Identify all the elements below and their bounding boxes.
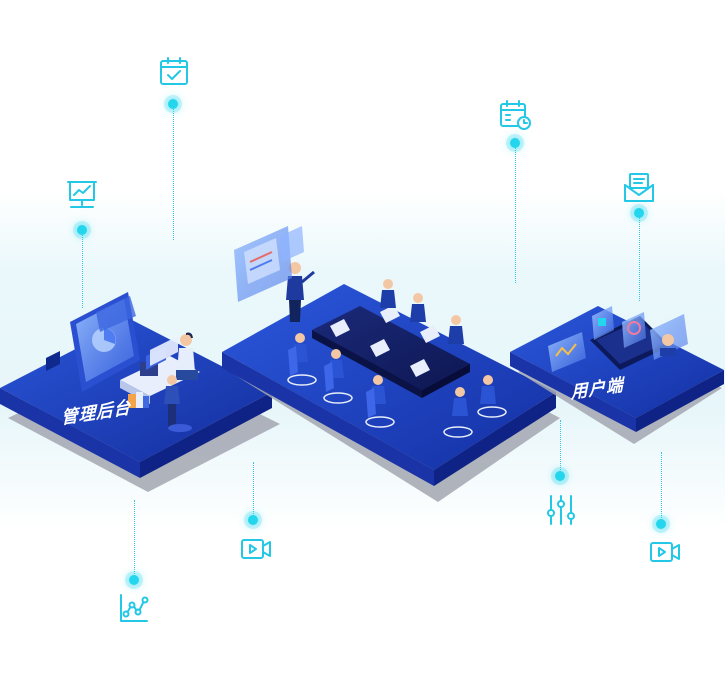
connector-dot [77, 225, 87, 235]
connector-line [560, 420, 561, 476]
connector-dot [129, 575, 139, 585]
connector-line [661, 452, 662, 524]
admin-platform [0, 292, 280, 492]
user-platform [510, 306, 724, 444]
calendar-check-icon [157, 54, 191, 88]
video-camera-icon [239, 532, 273, 566]
mail-message-icon [622, 171, 656, 205]
connector-dot [656, 519, 666, 529]
connector-line [134, 500, 135, 580]
connector-line [639, 213, 640, 301]
connector-dot [168, 99, 178, 109]
connector-line [173, 104, 174, 240]
calendar-clock-icon [498, 98, 532, 132]
connector-dot [634, 208, 644, 218]
trend-chart-icon [117, 591, 151, 625]
connector-line [253, 462, 254, 520]
video-camera-icon [648, 535, 682, 569]
connector-dot [510, 138, 520, 148]
presentation-chart-icon [65, 178, 99, 212]
connector-line [82, 230, 83, 308]
connector-dot [555, 471, 565, 481]
connector-dot [248, 515, 258, 525]
connector-line [515, 143, 516, 283]
sliders-icon [544, 493, 578, 527]
meeting-platform [222, 226, 560, 502]
